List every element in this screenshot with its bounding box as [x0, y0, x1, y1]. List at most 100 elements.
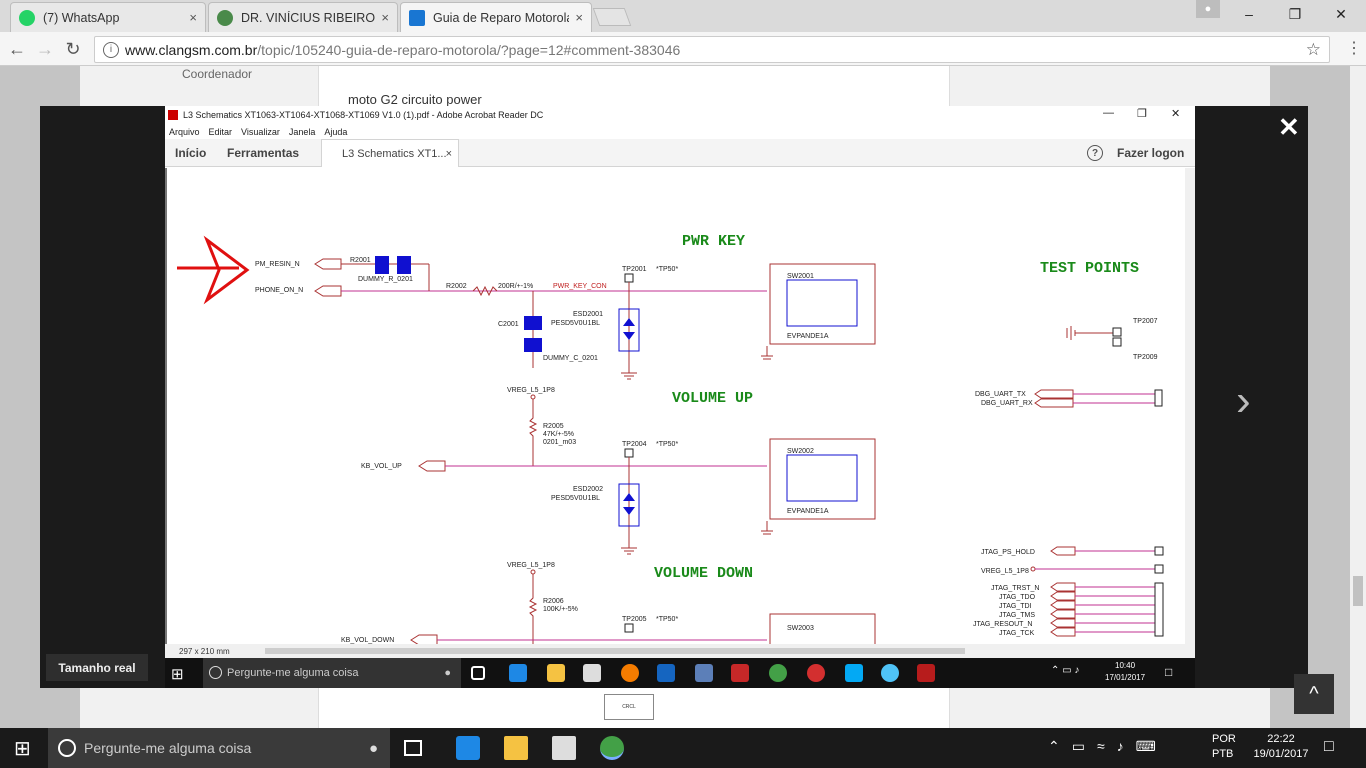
label-tp2004: TP2004: [622, 441, 647, 448]
net-jtag-vreg: VREG_L5_1P8: [981, 568, 1029, 575]
r2002-resistor: [472, 285, 498, 297]
label-r2006-value: 100K/+-5%: [543, 606, 578, 613]
label-r2006: R2006: [543, 598, 564, 605]
net-jtag-trst: JTAG_TRST_N: [991, 585, 1040, 592]
sw2002-inner: [786, 454, 858, 502]
clock[interactable]: 22:22 19/01/2017: [1250, 732, 1312, 762]
vreg-node: [530, 394, 536, 400]
acrobat-statusbar: 297 x 210 mm: [165, 644, 1195, 658]
inner-taskbar: ⊞ Pergunte-me alguma coisa ● ⌃ ▭ ♪ 10:40…: [165, 658, 1195, 688]
inner-clock: 10:40 17/01/2017: [1105, 660, 1145, 684]
task-view-icon[interactable]: [404, 740, 422, 756]
label-sw2001: SW2001: [787, 273, 814, 280]
edge-icon: [509, 664, 527, 682]
profile-icon[interactable]: ●: [1196, 0, 1220, 18]
maximize-button[interactable]: ❐: [1288, 5, 1302, 22]
label-r2002-value: 200R/+-1%: [498, 283, 533, 290]
tab-vinicius[interactable]: DR. VINÍCIUS RIBEIRO: Ra ×: [208, 2, 398, 32]
store-icon: [583, 664, 601, 682]
inner-windows-icon: ⊞: [171, 666, 184, 683]
net-dbg-tx: DBG_UART_TX: [975, 391, 1026, 398]
tab-guia-reparo[interactable]: Guia de Reparo Motorola ×: [400, 2, 592, 32]
edge-icon[interactable]: [456, 736, 480, 760]
tab-inicio: Início: [175, 146, 207, 160]
start-button[interactable]: ⊞: [14, 738, 31, 760]
mic-icon: ●: [444, 667, 451, 679]
heading-volume-up: VOLUME UP: [672, 390, 753, 407]
address-bar[interactable]: i www.clangsm.com.br/topic/105240-guia-d…: [94, 36, 1330, 63]
task-view-icon: [471, 666, 485, 680]
time: 22:22: [1267, 733, 1295, 745]
heading-test-points: TEST POINTS: [1040, 260, 1139, 277]
close-doc-icon: ×: [445, 147, 452, 160]
acrobat-tabbar: Início Ferramentas L3 Schematics XT1... …: [165, 139, 1195, 167]
close-tab-icon[interactable]: ×: [381, 10, 389, 25]
taskbar-search[interactable]: Pergunte-me alguma coisa ●: [48, 728, 390, 768]
store-icon[interactable]: [552, 736, 576, 760]
vreg-node: [530, 569, 536, 575]
ground-symbol: [761, 346, 773, 360]
browser-menu-icon[interactable]: ⋮: [1346, 40, 1362, 57]
tp2007-pad: [1112, 327, 1122, 337]
tab-title: (7) WhatsApp: [43, 10, 120, 25]
file-explorer-icon[interactable]: [504, 736, 528, 760]
new-tab-button[interactable]: [592, 8, 632, 26]
esd2001-box: [618, 308, 640, 352]
c2001-pad: [524, 338, 542, 352]
lightbox-close-icon[interactable]: ✕: [1278, 112, 1300, 142]
port-symbols: [314, 258, 342, 297]
net-pm-resin: PM_RESIN_N: [255, 261, 300, 268]
label-r2001: R2001: [350, 257, 371, 264]
label-tp50-2: *TP50*: [656, 441, 678, 448]
reload-icon[interactable]: ↻: [65, 38, 81, 59]
chrome-icon[interactable]: [600, 736, 624, 760]
real-size-button[interactable]: Tamanho real: [46, 654, 148, 681]
scrollbar-thumb[interactable]: [1353, 576, 1363, 606]
jtag-wires: [1035, 550, 1155, 633]
label-r2005: R2005: [543, 423, 564, 430]
defender-icon: [657, 664, 675, 682]
info-icon[interactable]: i: [103, 41, 119, 58]
net-jtag-tdo: JTAG_TDO: [999, 594, 1036, 601]
tp2005-pad: [624, 623, 634, 633]
label-evpande-1: EVPANDE1A: [787, 333, 829, 340]
net-kb-vol-up: KB_VOL_UP: [361, 463, 402, 470]
system-tray-icons[interactable]: ⌃▭≈♪⌨: [1048, 738, 1168, 754]
label-tp2001: TP2001: [622, 266, 647, 273]
close-window-button[interactable]: ✕: [1335, 5, 1347, 22]
member-role: Coordenador: [182, 67, 253, 81]
cortana-icon: [209, 666, 222, 679]
forward-icon[interactable]: →: [36, 38, 54, 59]
minimize-button[interactable]: –: [1245, 6, 1253, 22]
r2001-pad: [397, 256, 411, 274]
label-tp50: *TP50*: [656, 266, 678, 273]
label-dummy-c: DUMMY_C_0201: [543, 355, 598, 362]
close-tab-icon[interactable]: ×: [575, 10, 583, 25]
back-icon[interactable]: ←: [8, 38, 26, 59]
tab-ferramentas: Ferramentas: [227, 146, 300, 160]
port-vol-down: [410, 634, 438, 644]
inner-search-placeholder: Pergunte-me alguma coisa: [227, 667, 359, 679]
next-image-icon[interactable]: ›: [1236, 376, 1251, 425]
language-indicator[interactable]: POR PTB: [1212, 732, 1236, 762]
site-icon: [409, 9, 425, 26]
label-r2002: R2002: [446, 283, 467, 290]
acrobat-menubar: Arquivo Editar Visualizar Janela Ajuda: [165, 124, 1195, 139]
sw2001-box: [769, 263, 876, 345]
action-center-icon[interactable]: □: [1324, 738, 1334, 755]
app-icon: [881, 664, 899, 682]
bookmark-star-icon[interactable]: ☆: [1305, 39, 1321, 59]
esd2002-diodes: [623, 493, 635, 515]
sw2001-inner: [786, 279, 858, 327]
tab-whatsapp[interactable]: (7) WhatsApp ×: [10, 2, 206, 32]
app-icon: [695, 664, 713, 682]
label-tp2007: TP2007: [1133, 318, 1158, 325]
net-vreg-2: VREG_L5_1P8: [507, 562, 555, 569]
page-scrollbar[interactable]: [1350, 66, 1366, 728]
close-tab-icon[interactable]: ×: [189, 10, 197, 25]
label-dummy-r: DUMMY_R_0201: [358, 276, 413, 283]
whatsapp-icon: [19, 9, 35, 26]
attachment-thumbnail[interactable]: CRCL: [604, 694, 654, 720]
scroll-to-top-button[interactable]: ^: [1294, 674, 1334, 714]
mic-icon[interactable]: ●: [368, 739, 378, 757]
